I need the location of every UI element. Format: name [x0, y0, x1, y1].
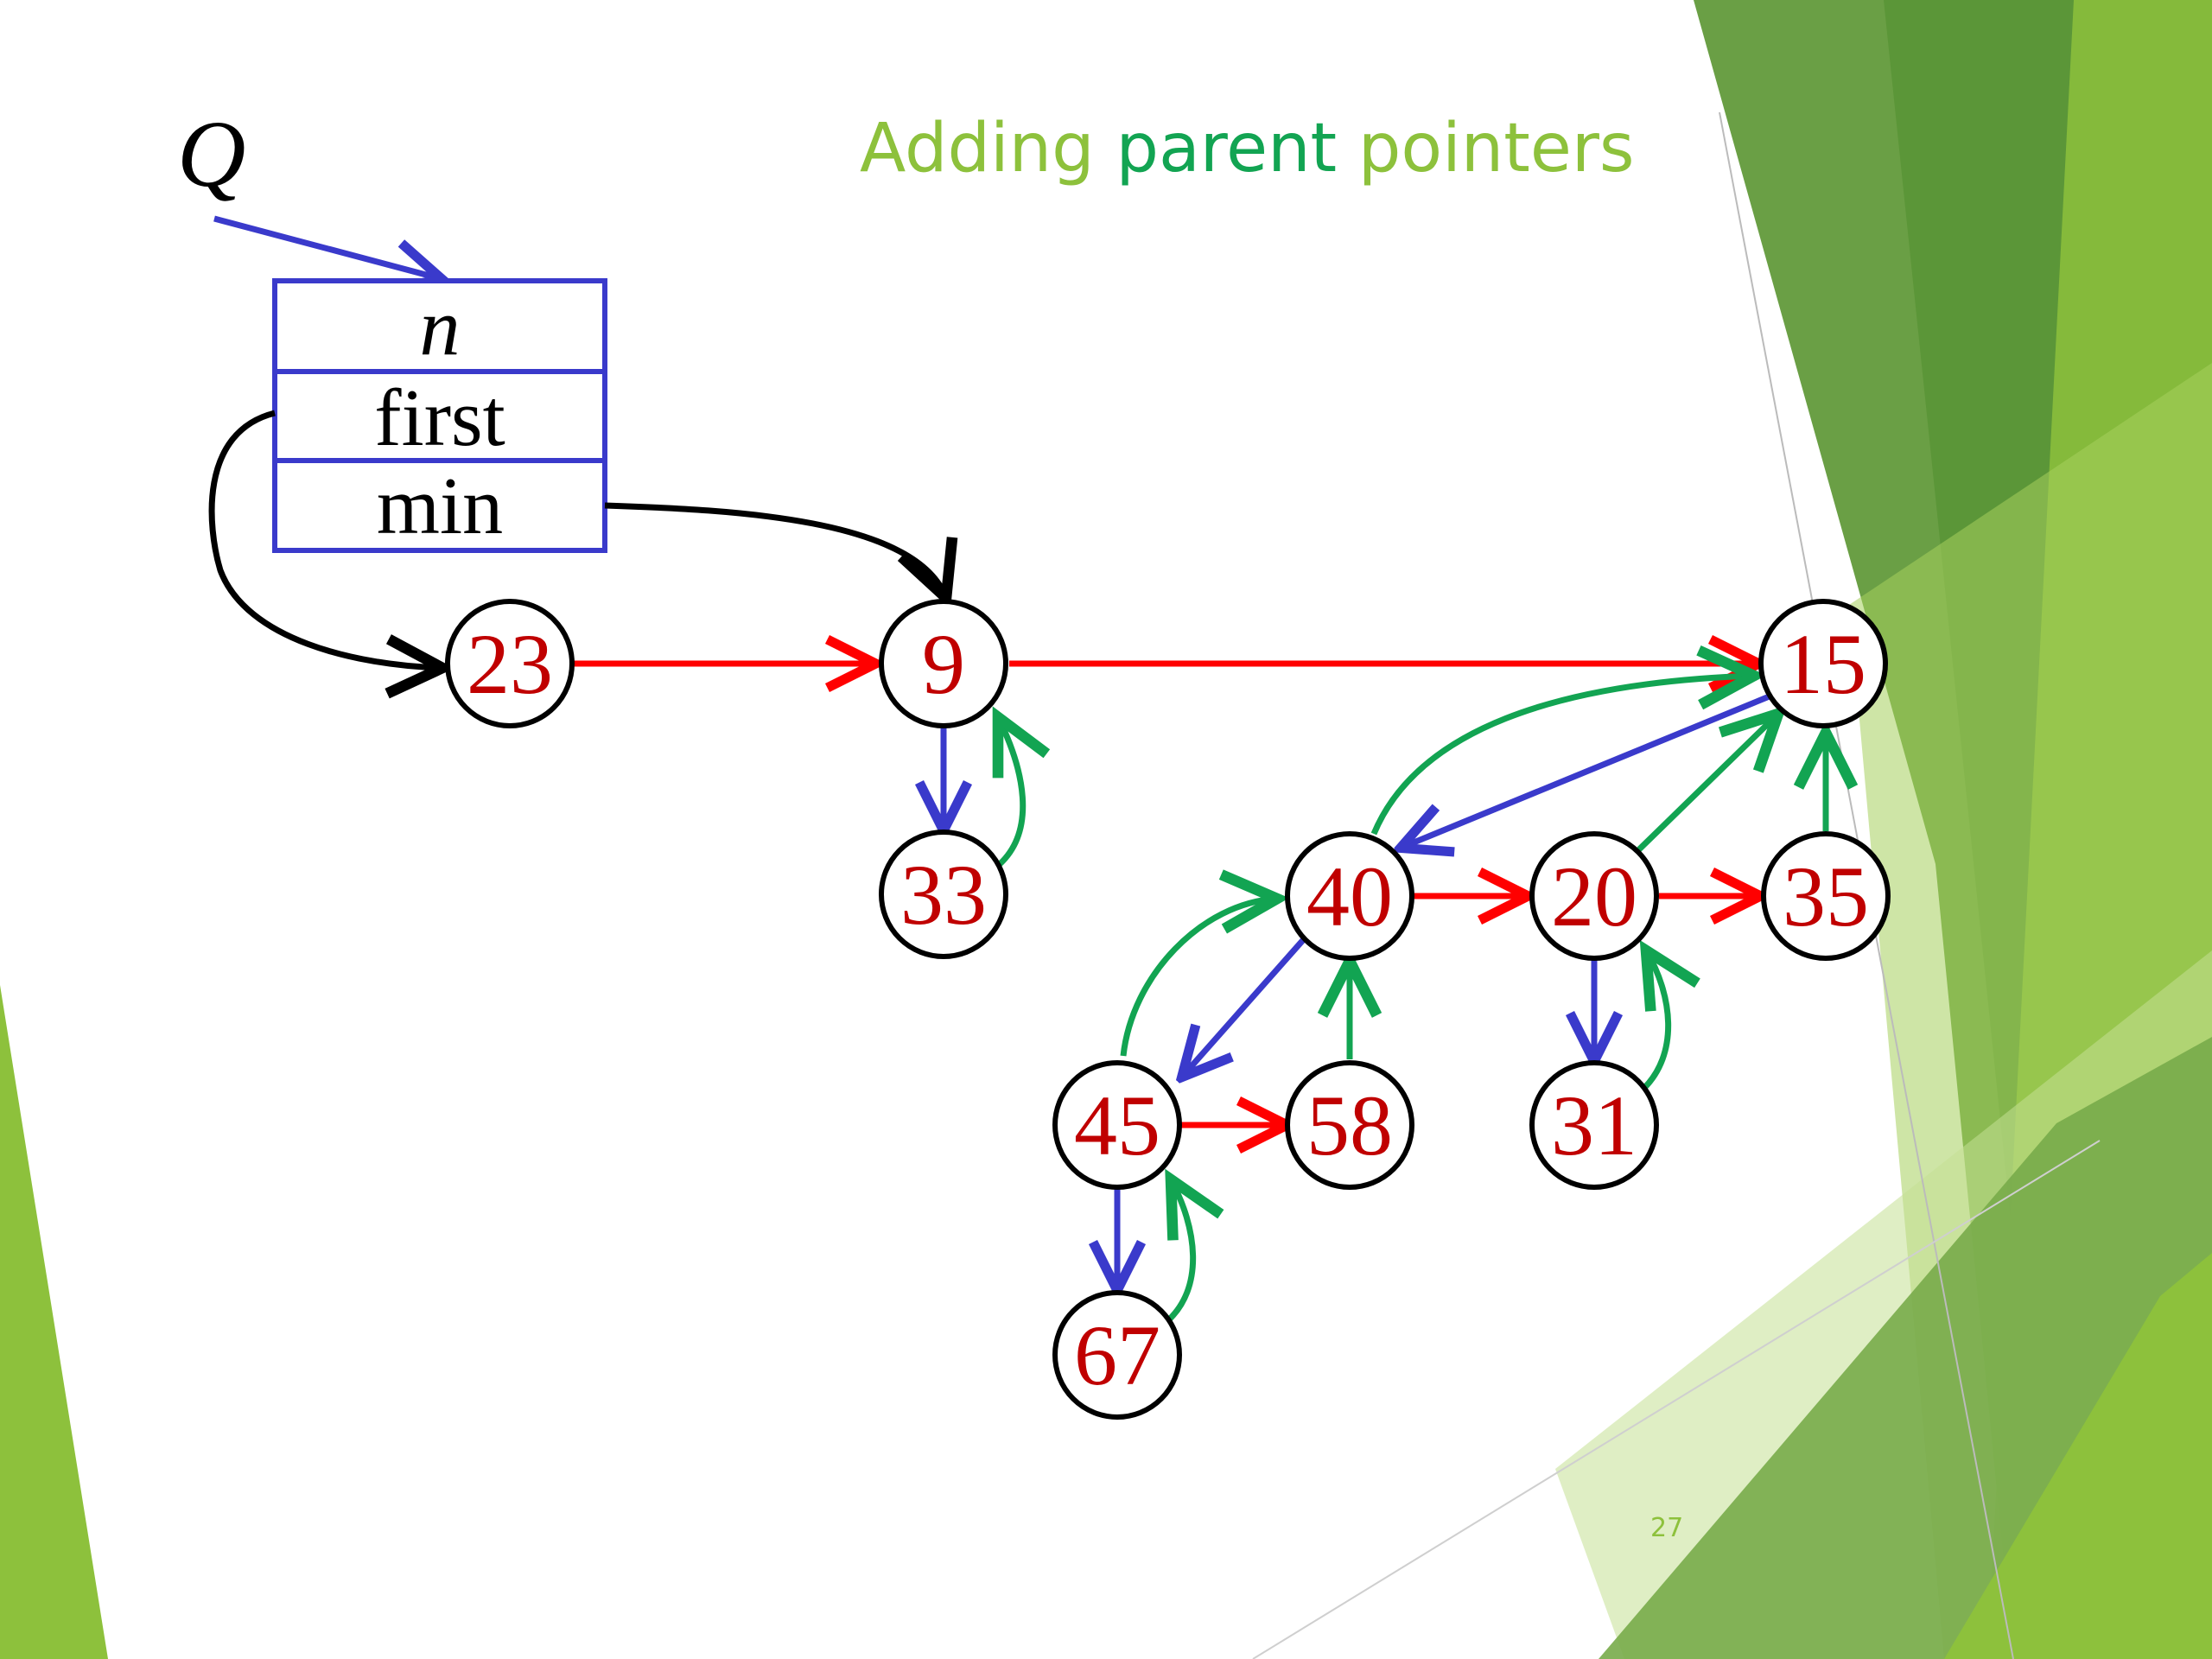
title-part-1: Adding — [860, 110, 1116, 188]
parent-arrow — [1120, 899, 1277, 1057]
parent-arrow — [1370, 676, 1754, 836]
parent-arrow — [1639, 950, 1669, 1093]
page-number: 27 — [1650, 1513, 1683, 1543]
queue-record-box — [272, 278, 607, 553]
node-key: 35 — [1783, 849, 1869, 944]
node-key: 40 — [1306, 849, 1393, 944]
queue-record: n first min — [272, 278, 607, 553]
queue-field-first: first — [374, 373, 505, 463]
queue-pointer-arrow — [213, 215, 439, 278]
node-key: 33 — [900, 847, 987, 943]
queue-variable-label: Q — [177, 101, 245, 207]
node-key: 23 — [467, 616, 553, 712]
parent-arrows — [998, 676, 1826, 1325]
parent-arrow — [1635, 714, 1778, 854]
node-key: 9 — [922, 616, 965, 712]
heap-node: 67 — [1052, 1290, 1182, 1420]
heap-node: 58 — [1285, 1060, 1414, 1190]
heap-node: 9 — [879, 599, 1008, 728]
title-part-2: parent — [1116, 110, 1337, 188]
heap-node: 15 — [1758, 599, 1888, 728]
child-arrow — [1184, 938, 1306, 1075]
node-key: 67 — [1074, 1307, 1160, 1403]
slide-title: Adding parent pointers — [860, 110, 1635, 188]
node-key: 15 — [1780, 616, 1866, 712]
child-arrow — [1403, 692, 1773, 847]
heap-node: 20 — [1529, 831, 1659, 961]
parent-arrow — [1164, 1179, 1193, 1325]
min-pointer-arrow — [604, 502, 946, 598]
sibling-arrows — [572, 664, 1758, 1125]
theme-decoration-left — [0, 985, 108, 1659]
heap-node: 45 — [1052, 1060, 1182, 1190]
node-key: 20 — [1551, 849, 1637, 944]
heap-node: 23 — [445, 599, 575, 728]
node-key: 58 — [1306, 1077, 1393, 1173]
child-arrows — [944, 692, 1773, 1287]
theme-decoration-right — [1252, 0, 2212, 1659]
node-key: 31 — [1551, 1077, 1637, 1173]
parent-arrow — [998, 717, 1023, 867]
node-key: 45 — [1074, 1077, 1160, 1173]
heap-node: 33 — [879, 830, 1008, 959]
heap-node: 31 — [1529, 1060, 1659, 1190]
heap-node: 35 — [1761, 831, 1891, 961]
heap-node: 40 — [1285, 831, 1414, 961]
first-pointer-arrow — [208, 410, 442, 668]
heap-nodes: 23 9 15 33 40 20 35 45 — [445, 599, 1891, 1420]
queue-field-min: min — [377, 461, 503, 551]
queue-field-n: n — [420, 283, 461, 372]
title-part-3: pointers — [1337, 110, 1634, 188]
